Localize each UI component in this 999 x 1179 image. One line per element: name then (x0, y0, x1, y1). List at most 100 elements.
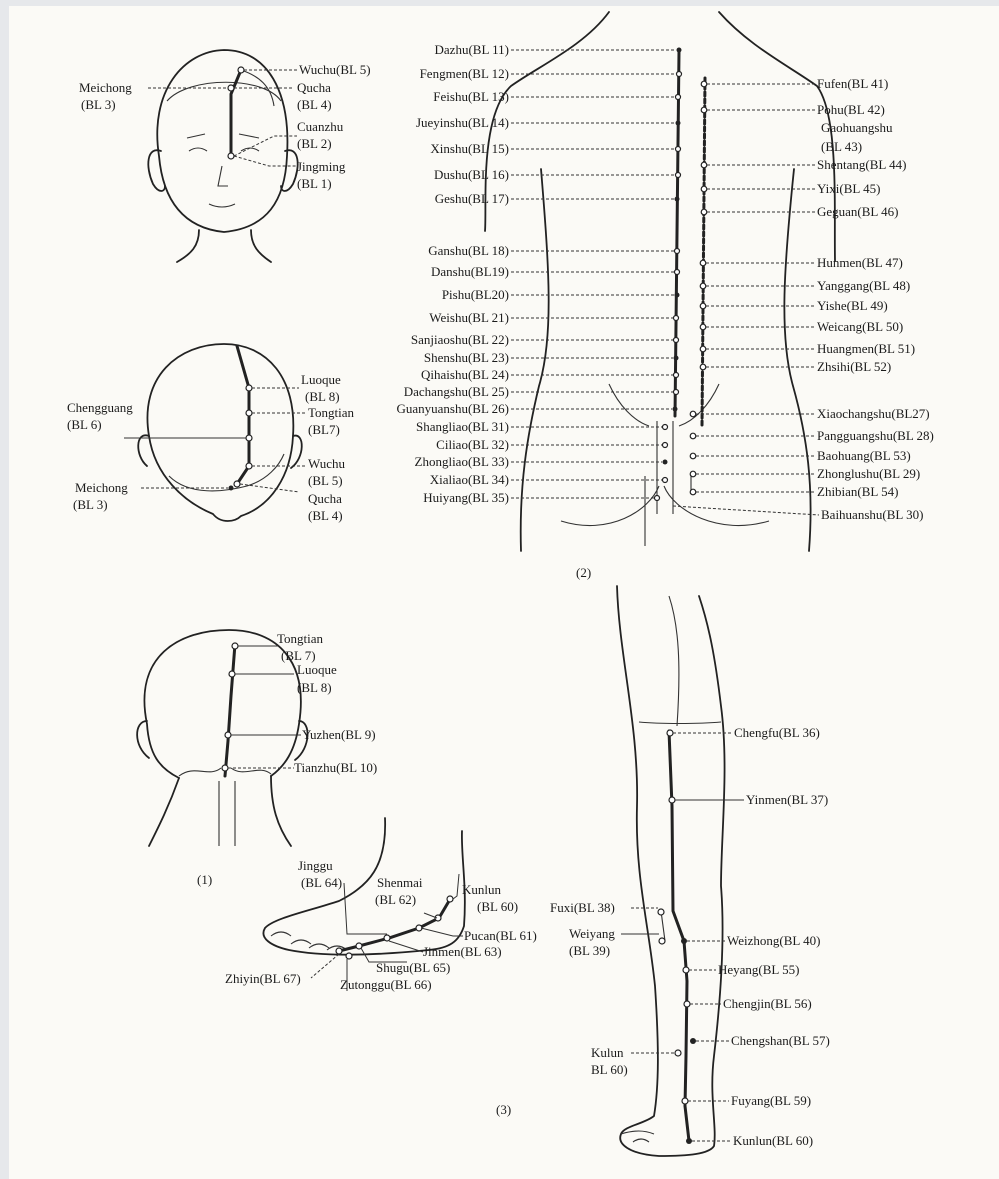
label-back-left-9: Pishu(BL20) (442, 287, 509, 302)
back-head-channel (225, 644, 235, 776)
label-shenmai: Shenmai (377, 875, 423, 890)
label-back-left-18: Zhongliao(BL 33) (415, 454, 509, 469)
label-chengshan: Chengshan(BL 57) (731, 1033, 830, 1048)
left-ear (148, 150, 165, 191)
point-chengguang (246, 435, 252, 441)
point-back-right-1 (701, 107, 707, 113)
label-back-left-15: Guanyuanshu(BL 26) (396, 401, 509, 416)
label-cuanzhu: Cuanzhu (297, 119, 344, 134)
label-back-right-4: Shentang(BL 44) (817, 157, 906, 172)
acupoint-figure-page: Wuchu(BL 5) Meichong (BL 3) Qucha (BL 4)… (9, 6, 999, 1179)
label-chengguang: Chengguang (67, 400, 133, 415)
leader-shenmai (424, 913, 437, 918)
label-pucan: Pucan(BL 61) (464, 928, 537, 943)
point-back-left-6 (675, 197, 680, 202)
label-back-right-11: Huangmen(BL 51) (817, 341, 915, 356)
label-back-left-13: Qihaishu(BL 24) (421, 367, 509, 382)
label-qucha: Qucha (308, 491, 342, 506)
label-back-left-1: Fengmen(BL 12) (420, 66, 509, 81)
label-tongtian-code: (BL7) (308, 422, 340, 437)
caption-panel-3: (3) (496, 1102, 511, 1117)
point-tianzhu (222, 765, 228, 771)
point-back-right-16 (690, 471, 696, 477)
point-kunlun (686, 1138, 692, 1144)
point-back-right-12 (700, 364, 706, 370)
leader-jinggu (344, 883, 387, 934)
label-tianzhu: Tianzhu(BL 10) (294, 760, 377, 775)
back-lower-marks (645, 476, 691, 546)
label-back-right-1: Pohu(BL 42) (817, 102, 885, 117)
back-right-labels: Fufen(BL 41)Pohu(BL 42)Gaohuangshu(BL 43… (673, 76, 934, 522)
label-back-left-7: Ganshu(BL 18) (428, 243, 509, 258)
point-back-right-6 (701, 209, 707, 215)
head-front-outline (157, 50, 287, 232)
point-back-right-17 (690, 489, 696, 495)
label-zhiyin: Zhiyin(BL 67) (225, 971, 301, 986)
point-yinmen (669, 797, 675, 803)
label-meichong: Meichong (75, 480, 128, 495)
label-luoque: Luoque (301, 372, 341, 387)
label-jingming: Jingming (297, 159, 346, 174)
back-view: Dazhu(BL 11)Fengmen(BL 12)Feishu(BL 13)J… (396, 12, 933, 580)
label-back-right-18: Baihuanshu(BL 30) (821, 507, 923, 522)
label-fuxi: Fuxi(BL 38) (550, 900, 615, 915)
point-luoque (229, 671, 235, 677)
point-meichong (228, 85, 234, 91)
point-back-left-19 (663, 478, 668, 483)
label-kunlun-code: (BL 60) (477, 899, 518, 914)
label-back-right-7: Hunmen(BL 47) (817, 255, 903, 270)
point-luoque (246, 385, 252, 391)
point-back-left-20 (655, 496, 660, 501)
label-back-right-12: Zhsihi(BL 52) (817, 359, 891, 374)
label-kunlun: Kunlun (462, 882, 502, 897)
point-fuyang (682, 1098, 688, 1104)
point-back-left-2 (676, 95, 681, 100)
label-back-left-20: Huiyang(BL 35) (423, 490, 509, 505)
point-zutonggu (346, 953, 352, 959)
point-tongtian (232, 643, 238, 649)
label-back-left-17: Ciliao(BL 32) (436, 437, 509, 452)
point-back-left-0 (677, 48, 682, 53)
point-weizhong (681, 938, 687, 944)
neck (177, 230, 271, 262)
point-back-right-7 (700, 260, 706, 266)
label-luoque-code: (BL 8) (305, 389, 340, 404)
label-back-right-6: Geguan(BL 46) (817, 204, 898, 219)
label-kulun: Kulun (591, 1045, 624, 1060)
label-back-left-14: Dachangshu(BL 25) (404, 384, 509, 399)
leader-pucan (421, 928, 463, 936)
point-heyang (683, 967, 689, 973)
head-front-view: Wuchu(BL 5) Meichong (BL 3) Qucha (BL 4)… (79, 50, 371, 262)
caption-panel-2: (2) (576, 565, 591, 580)
point-kunlun (447, 896, 453, 902)
foot-view: Jinggu (BL 64) Shenmai (BL 62) Kunlun (B… (225, 818, 537, 1117)
hairline (167, 82, 281, 101)
label-meichong: Meichong (79, 80, 132, 95)
point-back-left-9 (675, 293, 680, 298)
point-back-left-17 (663, 443, 668, 448)
leg-view: Chengfu(BL 36) Yinmen(BL 37) Fuxi(BL 38)… (550, 586, 830, 1156)
label-back-left-11: Sanjiaoshu(BL 22) (411, 332, 509, 347)
point-chengjin (684, 1001, 690, 1007)
leader-back-right-18 (673, 506, 819, 515)
head-back-outline (144, 630, 300, 778)
label-back-left-0: Dazhu(BL 11) (435, 42, 509, 57)
label-back-left-4: Xinshu(BL 15) (430, 141, 509, 156)
point-back-left-12 (674, 356, 679, 361)
label-kulun-code: BL 60) (591, 1062, 628, 1077)
label-back-left-16: Shangliao(BL 31) (416, 419, 509, 434)
point-back-right-15 (690, 453, 696, 459)
point-back-left-18 (663, 460, 668, 465)
label-chengfu: Chengfu(BL 36) (734, 725, 820, 740)
point-tongtian (246, 410, 252, 416)
point-back-left-5 (676, 173, 681, 178)
label-back-right-17: Zhibian(BL 54) (817, 484, 898, 499)
label-qucha-code: (BL 4) (308, 508, 343, 523)
head-back-view: Tongtian (BL 7) Luoque (BL 8) Yuzhen(BL … (137, 630, 377, 887)
head-side-view: Luoque (BL 8) Tongtian (BL7) Chengguang … (67, 344, 355, 523)
point-back-right-8 (700, 283, 706, 289)
left-flank (521, 169, 549, 551)
label-qucha-code: (BL 4) (297, 97, 332, 112)
label-back-left-12: Shenshu(BL 23) (424, 350, 509, 365)
point-back-left-1 (677, 72, 682, 77)
